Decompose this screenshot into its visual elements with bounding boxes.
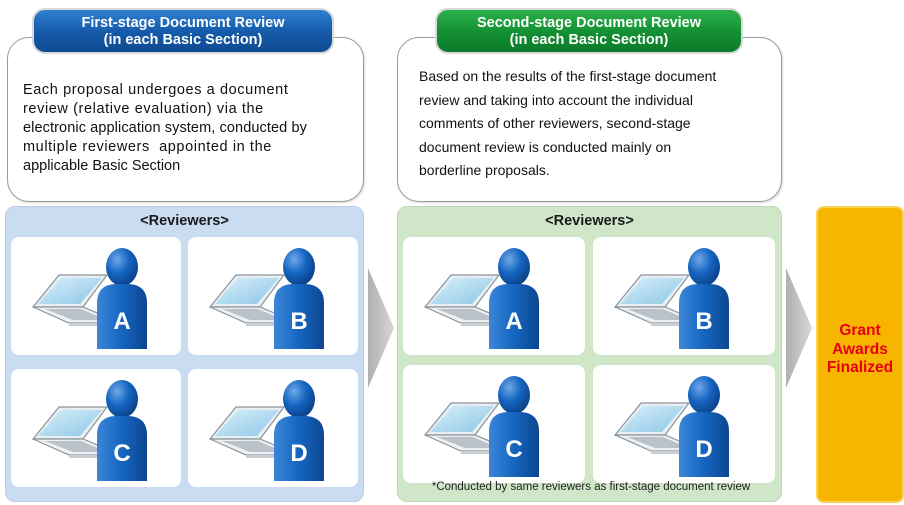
grant-awards-finalized-label: Grant Awards Finalized [818, 322, 902, 378]
person-icon [489, 248, 539, 349]
second-stage-header: Second-stage Document Review (in each Ba… [435, 8, 743, 54]
second-stage-description-line: comments of other reviewers, second-stag… [419, 115, 691, 131]
first-stage-header: First-stage Document Review (in each Bas… [32, 8, 334, 54]
reviewer-letter: D [290, 440, 307, 467]
first-stage-header-subtitle: (in each Basic Section) [103, 31, 263, 48]
person-icon [274, 380, 324, 481]
second-stage-footnote: *Conducted by same reviewers as first-st… [431, 481, 751, 493]
second-stage-description-box: Based on the results of the first-stage … [397, 37, 782, 202]
second-stage-reviewers-panel: <Reviewers> A [397, 206, 782, 502]
reviewer-card-c: C [11, 369, 181, 487]
final-label-line: Grant [839, 322, 881, 339]
reviewer-illustration: D [208, 380, 324, 481]
first-stage-description-line: Each proposal undergoes a document [23, 82, 289, 98]
reviewer-letter: A [505, 308, 522, 335]
first-stage-reviewers-title: <Reviewers> [140, 213, 229, 229]
laptop-icon [613, 274, 704, 326]
reviewer-illustration: D [613, 376, 729, 477]
reviewer-card-b: B [188, 237, 358, 355]
second-stage-description: Based on the results of the first-stage … [419, 65, 779, 183]
second-stage-reviewers-title: <Reviewers> [545, 213, 634, 229]
person-icon [97, 248, 147, 349]
arrow-right-icon [786, 268, 812, 388]
reviewer-card-a: A [403, 237, 585, 355]
reviewer-letter: C [505, 436, 522, 463]
second-stage-description-line: document review is conducted mainly on [419, 138, 672, 155]
first-stage-description-line: electronic application system, conducted… [23, 120, 307, 136]
reviewer-letter: C [113, 440, 130, 467]
reviewer-card-d: D [593, 365, 775, 483]
reviewer-letter: B [695, 308, 712, 335]
person-icon [679, 376, 729, 477]
final-label-line: Finalized [826, 359, 894, 376]
final-label-line: Awards [832, 340, 888, 358]
person-icon [489, 376, 539, 477]
second-stage-description-line: borderline proposals. [419, 162, 550, 178]
person-icon [274, 248, 324, 349]
first-stage-description: Each proposal undergoes a document revie… [23, 81, 363, 176]
reviewer-letter: D [695, 436, 712, 463]
grant-awards-finalized-box: Grant Awards Finalized [816, 206, 904, 503]
second-stage-description-line: review and taking into account the indiv… [419, 91, 693, 108]
reviewer-letter: A [113, 308, 130, 335]
person-icon [679, 248, 729, 349]
first-stage-description-box: Each proposal undergoes a document revie… [7, 37, 364, 202]
reviewer-illustration: C [423, 376, 539, 477]
first-stage-description-line: multiple reviewers appointed in the [23, 139, 272, 155]
reviewer-card-d: D [188, 369, 358, 487]
reviewer-card-a: A [11, 237, 181, 355]
reviewer-illustration: A [423, 248, 539, 349]
reviewer-illustration: C [31, 380, 147, 481]
first-stage-reviewers-panel: <Reviewers> A [5, 206, 364, 502]
second-stage-header-subtitle: (in each Basic Section) [509, 31, 669, 48]
first-stage-header-title: First-stage Document Review [81, 15, 285, 31]
first-stage-description-line: applicable Basic Section [23, 158, 181, 174]
reviewer-illustration: B [613, 248, 729, 349]
second-stage-header-title: Second-stage Document Review [477, 15, 701, 31]
reviewer-card-c: C [403, 365, 585, 483]
reviewer-letter: B [290, 308, 307, 335]
person-icon [97, 380, 147, 481]
second-stage-description-line: Based on the results of the first-stage … [419, 68, 717, 84]
reviewer-card-b: B [593, 237, 775, 355]
first-stage-description-line: review (relative evaluation) via the [23, 101, 264, 117]
reviewer-illustration: A [31, 248, 147, 349]
reviewer-illustration: B [208, 248, 324, 349]
arrow-right-icon [368, 268, 394, 388]
